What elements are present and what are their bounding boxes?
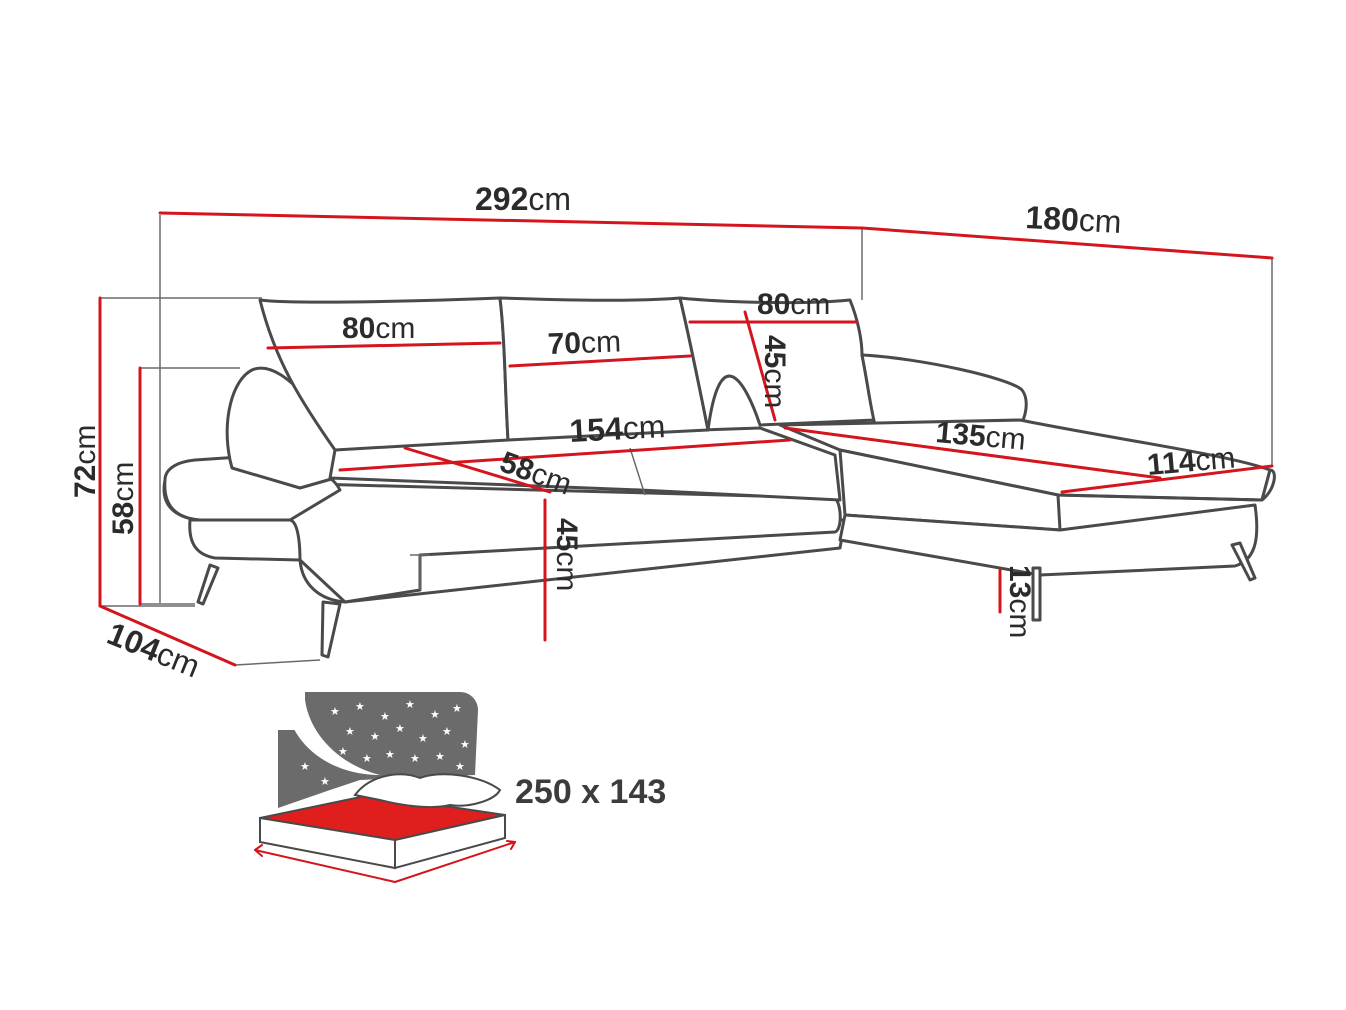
svg-text:★: ★ [435, 750, 445, 763]
label-total-height: 72cm [69, 425, 102, 498]
chaise-base [838, 503, 1259, 577]
seat-seam-1 [629, 447, 646, 496]
label-total-depth: 104cm [102, 615, 205, 684]
label-cushion-height: 45cm [758, 335, 791, 408]
label-chaise-depth: 114cm [1146, 441, 1237, 482]
svg-text:★: ★ [355, 700, 365, 713]
sleeping-area-label: 250 x 143 [515, 773, 666, 811]
label-seat-height: 45cm [550, 518, 583, 591]
mattress-side-right [394, 813, 506, 870]
svg-text:★: ★ [395, 722, 405, 735]
bed-dim-arrow-right [394, 841, 516, 883]
dim-line-chaise-width [860, 226, 1274, 260]
dim-line-chaise-depth [1060, 464, 1274, 494]
svg-text:★: ★ [418, 732, 428, 745]
label-total-width: 292cm [475, 181, 571, 217]
svg-text:★: ★ [338, 745, 348, 758]
label-back-right: 80cm [757, 288, 830, 321]
chaise-leg-front [1031, 566, 1042, 622]
dimension-lines [98, 211, 1274, 667]
dim-line-cushion-height [743, 310, 777, 422]
svg-text:★: ★ [452, 702, 462, 715]
svg-text:★: ★ [410, 752, 420, 765]
guide-lines [100, 215, 1273, 666]
svg-text:★: ★ [380, 710, 390, 723]
chaise-backrest [860, 353, 1028, 427]
svg-text:★: ★ [455, 760, 465, 773]
svg-text:★: ★ [405, 698, 415, 711]
crescent-moon-shape [285, 700, 380, 775]
label-chaise-length: 135cm [934, 416, 1027, 457]
blanket [353, 773, 502, 809]
dim-line-seat-depth [403, 446, 552, 494]
stars: ★★★ ★★★ ★★★ ★★★ ★★★ ★★★ ★★ [300, 698, 470, 788]
night-sky-background [278, 692, 478, 808]
dim-line-chaise-length [783, 426, 1162, 480]
svg-text:★: ★ [362, 752, 372, 765]
dim-line-seat-width [338, 438, 792, 472]
bed-function-icon: ★★★ ★★★ ★★★ ★★★ ★★★ ★★★ ★★ 250 x 143 [254, 692, 666, 883]
dim-line-total-depth [98, 604, 237, 667]
dim-line-total-width [158, 211, 864, 230]
label-seat-width: 154cm [568, 408, 666, 449]
label-back-left: 80cm [342, 312, 415, 345]
bed-dim-arrow-left [254, 849, 396, 883]
label-back-middle: 70cm [547, 325, 621, 361]
label-leg-height: 13cm [1003, 565, 1036, 638]
svg-text:★: ★ [460, 738, 470, 751]
svg-text:★: ★ [370, 730, 380, 743]
svg-text:★: ★ [300, 760, 310, 773]
front-leg [320, 600, 342, 659]
svg-text:★: ★ [442, 725, 452, 738]
label-chaise-width: 180cm [1025, 199, 1123, 240]
dim-line-back-middle [508, 354, 692, 368]
left-front-leg [196, 563, 220, 606]
svg-text:★: ★ [430, 708, 440, 721]
dim-line-back-left [266, 341, 502, 350]
svg-text:★: ★ [385, 748, 395, 761]
chaise-leg-right [1230, 541, 1257, 582]
svg-text:★: ★ [320, 775, 330, 788]
label-arm-height: 58cm [107, 462, 140, 535]
sofa-drawing [162, 296, 1276, 659]
svg-text:★: ★ [345, 725, 355, 738]
svg-text:★: ★ [330, 705, 340, 718]
chaise-side [1056, 468, 1276, 502]
